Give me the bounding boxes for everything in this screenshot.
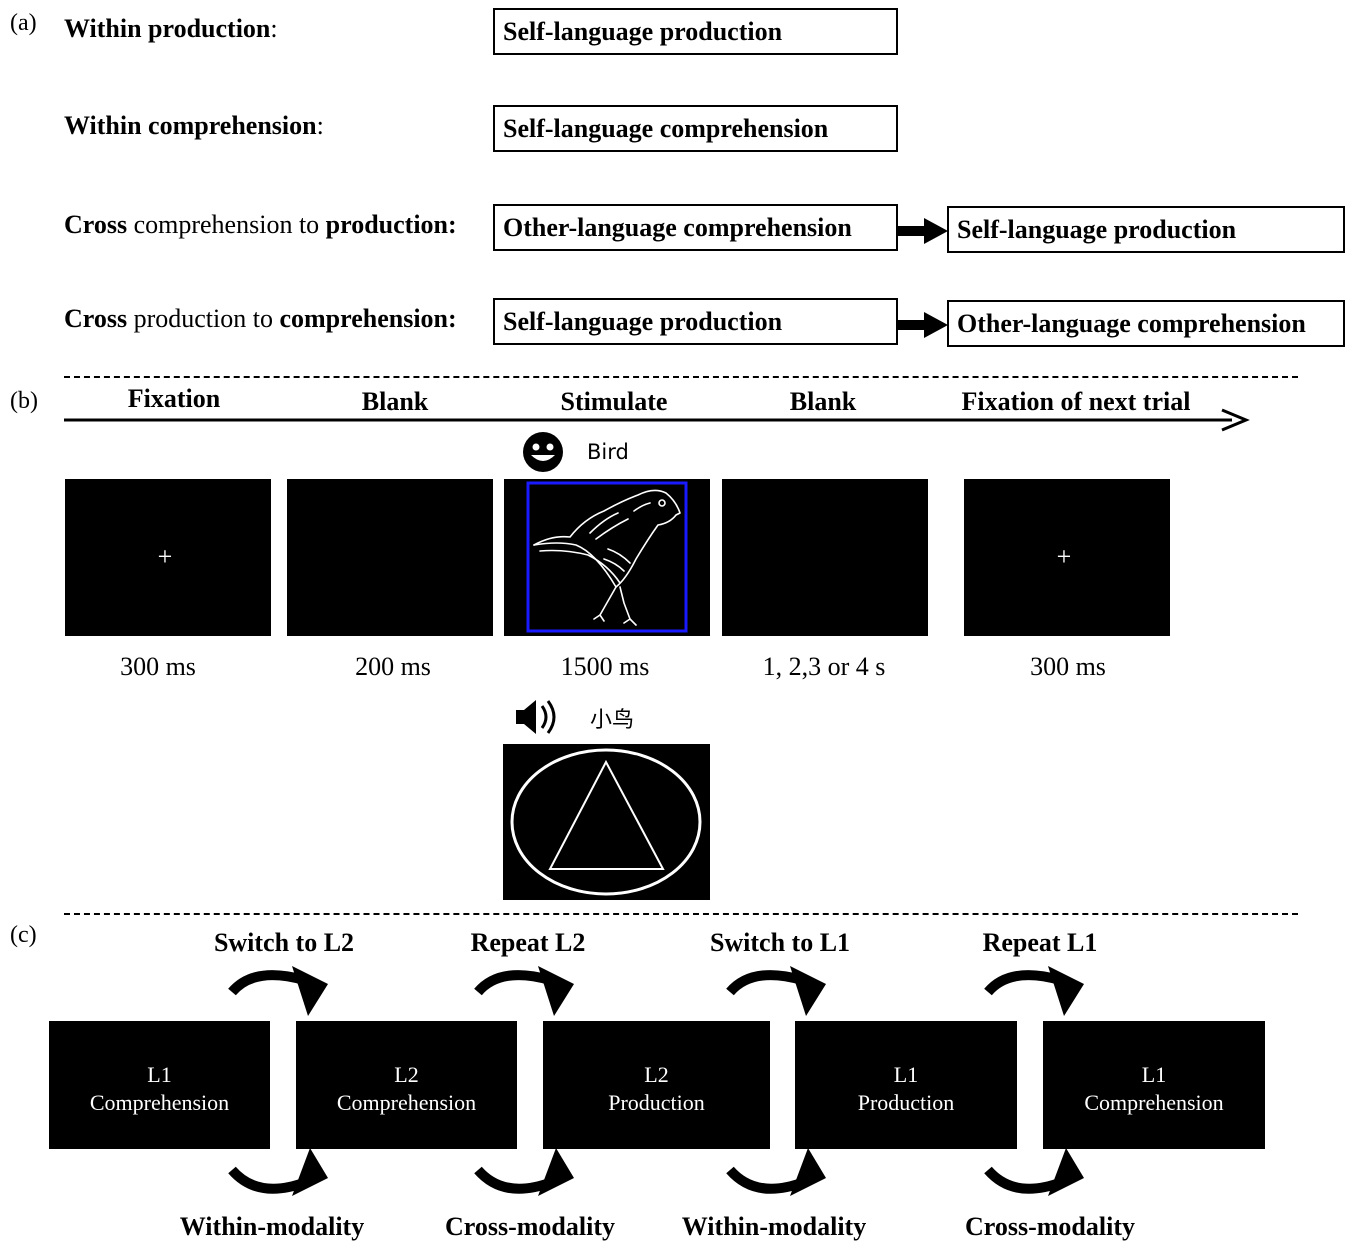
sequence-arrow: [898, 312, 948, 338]
modality-label: Cross-modality: [965, 1212, 1135, 1241]
blank-screen: [722, 479, 928, 636]
transition-label: Repeat L1: [982, 928, 1098, 957]
visual-word: Bird: [587, 440, 629, 464]
phase-label: Blank: [361, 387, 429, 416]
condition-label-part: :: [270, 14, 278, 43]
curved-arrow-top: [474, 966, 574, 1016]
curved-arrow-bottom: [474, 1148, 574, 1196]
modality-label: Within-modality: [681, 1212, 867, 1241]
fixation-screen: +: [964, 479, 1170, 636]
block-language: L2: [394, 1062, 419, 1087]
curved-arrow-bottom: [726, 1148, 826, 1196]
panel-a-label: (a): [10, 10, 37, 36]
transition-label: Repeat L2: [470, 928, 586, 957]
transition-label: Switch to L2: [213, 928, 355, 957]
task-box: Self-language production: [493, 8, 898, 55]
fixation-screen: +: [65, 479, 271, 636]
curved-arrow-bottom: [228, 1148, 328, 1196]
condition-label: Within production:: [64, 14, 278, 44]
transition-label: Switch to L1: [709, 928, 851, 957]
duration-label: 1500 ms: [560, 652, 650, 681]
auditory-stimulus-screen: [503, 744, 710, 900]
block-language: L1: [893, 1062, 919, 1087]
block-modality: Production: [857, 1090, 955, 1115]
phase-label: Stimulate: [560, 387, 668, 416]
condition-label-part: :: [316, 111, 324, 140]
modality-label: Cross-modality: [445, 1212, 615, 1241]
curved-arrow-top: [984, 966, 1084, 1016]
modality-label: Within-modality: [179, 1212, 365, 1241]
sequence-arrow: [898, 218, 948, 244]
auditory-word: 小鸟: [590, 708, 635, 733]
block-modality: Comprehension: [336, 1090, 477, 1115]
panel-c-label: (c): [10, 922, 37, 948]
speaker-icon: [516, 700, 556, 734]
task-box: Other-language comprehension: [493, 204, 898, 251]
duration-label: 1, 2,3 or 4 s: [762, 652, 886, 681]
condition-label: Cross production to comprehension:: [64, 304, 457, 334]
block-modality: Comprehension: [89, 1090, 230, 1115]
auditory-cue-graphic: [510, 748, 702, 896]
condition-label-part: comprehension to: [127, 210, 326, 239]
condition-label: Within comprehension:: [64, 111, 324, 141]
block: L1 Comprehension: [49, 1021, 270, 1149]
block-modality: Production: [608, 1090, 705, 1115]
divider-bc: [64, 913, 1298, 915]
condition-label-part: Within production: [64, 14, 271, 43]
task-box: Self-language production: [493, 298, 898, 345]
block-language: L1: [1141, 1062, 1167, 1087]
condition-label: Cross comprehension to production:: [64, 210, 457, 240]
bird-picture: [526, 481, 688, 633]
block: L1 Production: [795, 1021, 1017, 1149]
duration-label: 300 ms: [1030, 652, 1106, 681]
smiley-face-icon: [523, 432, 563, 472]
block-language: L1: [147, 1062, 172, 1087]
duration-label: 200 ms: [355, 652, 431, 681]
condition-label-part: comprehension:: [279, 304, 457, 333]
phase-label: Blank: [789, 387, 857, 416]
block: L2 Production: [543, 1021, 770, 1149]
fixation-cross: +: [1056, 542, 1072, 571]
block-language: L2: [644, 1062, 669, 1087]
phase-label: Fixation of next trial: [961, 387, 1191, 416]
task-box: Self-language production: [947, 206, 1345, 253]
block: L1 Comprehension: [1043, 1021, 1265, 1149]
block-modality: Comprehension: [1084, 1090, 1224, 1115]
condition-label-part: production to: [127, 304, 280, 333]
phase-label: Fixation: [127, 384, 221, 413]
curved-arrow-top: [228, 966, 328, 1016]
curved-arrow-top: [726, 966, 826, 1016]
panel-b-label: (b): [10, 388, 38, 414]
duration-label: 300 ms: [120, 652, 196, 681]
condition-label-part: Within comprehension: [64, 111, 317, 140]
curved-arrow-bottom: [984, 1148, 1084, 1196]
divider-ab: [64, 376, 1298, 378]
condition-label-part: Cross: [64, 210, 128, 239]
task-box: Other-language comprehension: [947, 300, 1345, 347]
condition-label-part: production:: [325, 210, 457, 239]
stimulus-screen: [504, 479, 710, 636]
block: L2 Comprehension: [296, 1021, 517, 1149]
blank-screen: [287, 479, 493, 636]
fixation-cross: +: [157, 542, 173, 571]
task-box: Self-language comprehension: [493, 105, 898, 152]
condition-label-part: Cross: [64, 304, 128, 333]
